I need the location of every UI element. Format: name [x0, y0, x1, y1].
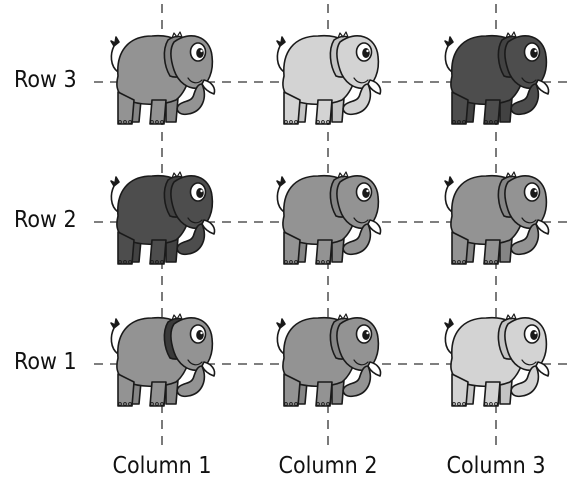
elephant-row2-col3: [444, 171, 550, 265]
row-3-label: Row 3: [14, 67, 77, 93]
elephant-row3-col3: [444, 31, 550, 125]
column-1-label: Column 1: [113, 453, 212, 479]
elephant-row3-col1: [110, 31, 216, 125]
row-1-label: Row 1: [14, 349, 77, 375]
elephant-row1-col2: [276, 313, 382, 407]
elephant-row2-col2: [276, 171, 382, 265]
elephant-row3-col2: [276, 31, 382, 125]
column-3-label: Column 3: [447, 453, 546, 479]
column-2-label: Column 2: [279, 453, 378, 479]
elephant-row2-col1: [110, 171, 216, 265]
elephant-row1-col3: [444, 313, 550, 407]
elephant-row1-col1: [110, 313, 216, 407]
row-2-label: Row 2: [14, 207, 77, 233]
elephants: [110, 31, 550, 407]
